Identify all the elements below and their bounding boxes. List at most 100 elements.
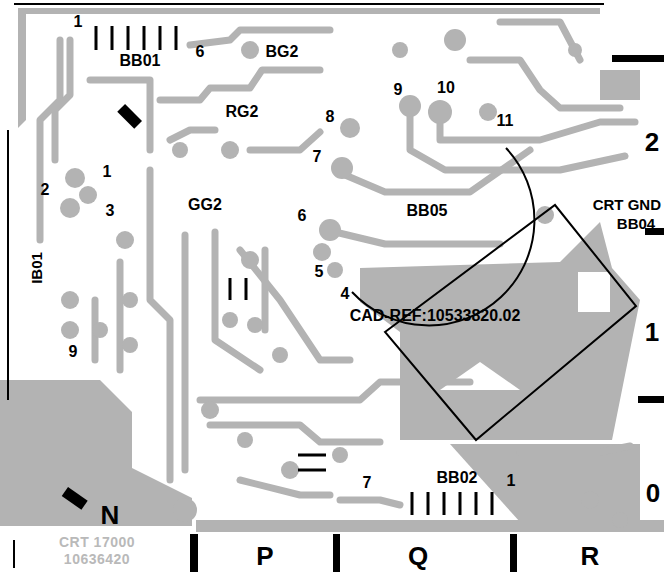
pcb-shape <box>240 480 330 495</box>
pcb-label: 1 <box>103 164 112 180</box>
pcb-shape <box>638 396 664 403</box>
pcb-shape <box>61 291 79 309</box>
pcb-shape <box>90 80 150 150</box>
pcb-shape <box>241 41 259 59</box>
pcb-shape <box>8 4 604 568</box>
pcb-shape <box>479 103 497 121</box>
pcb-shape <box>250 132 320 150</box>
pcb-label: CRT GND <box>593 197 661 212</box>
pcb-shape <box>62 487 88 510</box>
pcb-label: 1 <box>74 14 83 30</box>
pcb-shape <box>96 26 176 50</box>
pcb-shape <box>117 262 124 370</box>
pcb-label: 1 <box>507 473 516 489</box>
pcb-shape <box>281 461 299 479</box>
pcb-label: RG2 <box>226 104 259 120</box>
pcb-shape <box>298 455 326 470</box>
pcb-shape <box>272 347 288 363</box>
board-id-text: CRT 17000 <box>59 535 135 549</box>
pcb-shape <box>160 70 320 100</box>
pcb-shape <box>65 168 85 188</box>
pcb-shape <box>221 141 239 159</box>
pcb-shape <box>210 425 380 442</box>
pcb-label: 8 <box>326 109 335 125</box>
pcb-shape <box>55 40 70 160</box>
pcb-shape <box>428 100 452 124</box>
pcb-shape <box>61 321 79 339</box>
solder-pads <box>60 29 628 528</box>
pcb-shape <box>240 250 350 360</box>
pcb-shape <box>444 29 466 51</box>
pcb-label: 7 <box>363 475 372 491</box>
connector-letter: Q <box>408 543 428 569</box>
pcb-shape <box>18 8 600 128</box>
pcb-label: 6 <box>196 44 205 60</box>
pcb-shape <box>173 498 197 522</box>
pcb-shape <box>333 534 340 572</box>
pcb-shape <box>201 401 219 419</box>
connector-letter: 1 <box>645 319 659 345</box>
pcb-shape <box>352 148 534 325</box>
pcb-shape <box>600 70 640 100</box>
pcb-label: 5 <box>315 264 324 280</box>
pcb-label: 4 <box>341 286 350 302</box>
pcb-shape <box>0 380 192 526</box>
component-marks <box>96 26 492 515</box>
edge-marks <box>62 55 664 572</box>
pcb-shape <box>332 447 348 463</box>
pcb-label: CAD-REF:10533820.02 <box>350 308 521 324</box>
pcb-label: 2 <box>41 182 50 198</box>
pcb-label: 7 <box>313 149 322 165</box>
connector-letter: R <box>581 543 600 569</box>
board-id-text: 10636420 <box>64 552 130 566</box>
connector-letter: N <box>101 502 120 528</box>
pcb-label: 6 <box>298 208 307 224</box>
board-edge <box>8 4 604 568</box>
pcb-shape <box>568 43 582 57</box>
pcb-shape <box>247 317 263 333</box>
component-outline <box>352 148 636 440</box>
pcb-label: 10 <box>437 80 455 96</box>
pcb-shape <box>122 292 138 308</box>
connector-letter: P <box>256 543 273 569</box>
pcb-shape <box>79 186 97 204</box>
pcb-shape <box>172 142 188 158</box>
pcb-shape <box>190 534 198 572</box>
pcb-shape <box>116 231 134 249</box>
pcb-label: BB01 <box>120 53 161 69</box>
pcb-shape <box>392 42 408 58</box>
pcb-shape <box>313 243 331 261</box>
connector-letter: 0 <box>646 480 660 506</box>
pcb-label: GG2 <box>188 197 222 213</box>
pcb-shape <box>470 60 620 108</box>
pcb-label: 9 <box>394 82 403 98</box>
pcb-shape <box>230 278 246 300</box>
pcb-shape <box>440 108 635 140</box>
pcb-shape <box>399 95 421 117</box>
connector-letter: 2 <box>645 129 659 155</box>
pcb-shape <box>215 232 260 370</box>
pcb-shape <box>510 534 517 572</box>
pcb-shape <box>122 337 138 353</box>
pcb-label: BB04 <box>617 216 655 231</box>
pcb-shape <box>450 444 640 522</box>
copper-cutouts <box>440 272 610 390</box>
pcb-shape <box>150 170 170 480</box>
pcb-shape <box>335 232 500 244</box>
pcb-label: 3 <box>106 203 115 219</box>
pcb-shape <box>612 55 664 62</box>
pcb-shape <box>440 362 520 390</box>
pcb-shape <box>340 500 400 505</box>
pcb-shape <box>190 30 330 45</box>
pcb-shape <box>520 446 630 452</box>
pcb-shape <box>612 512 628 528</box>
copper-traces <box>40 22 635 505</box>
pcb-shape <box>262 250 269 330</box>
pcb-shape <box>581 491 599 509</box>
pcb-label: BB05 <box>407 203 448 219</box>
pcb-label: IB01 <box>29 252 44 284</box>
pcb-label: BB02 <box>437 470 478 486</box>
pcb-shape <box>170 130 215 140</box>
